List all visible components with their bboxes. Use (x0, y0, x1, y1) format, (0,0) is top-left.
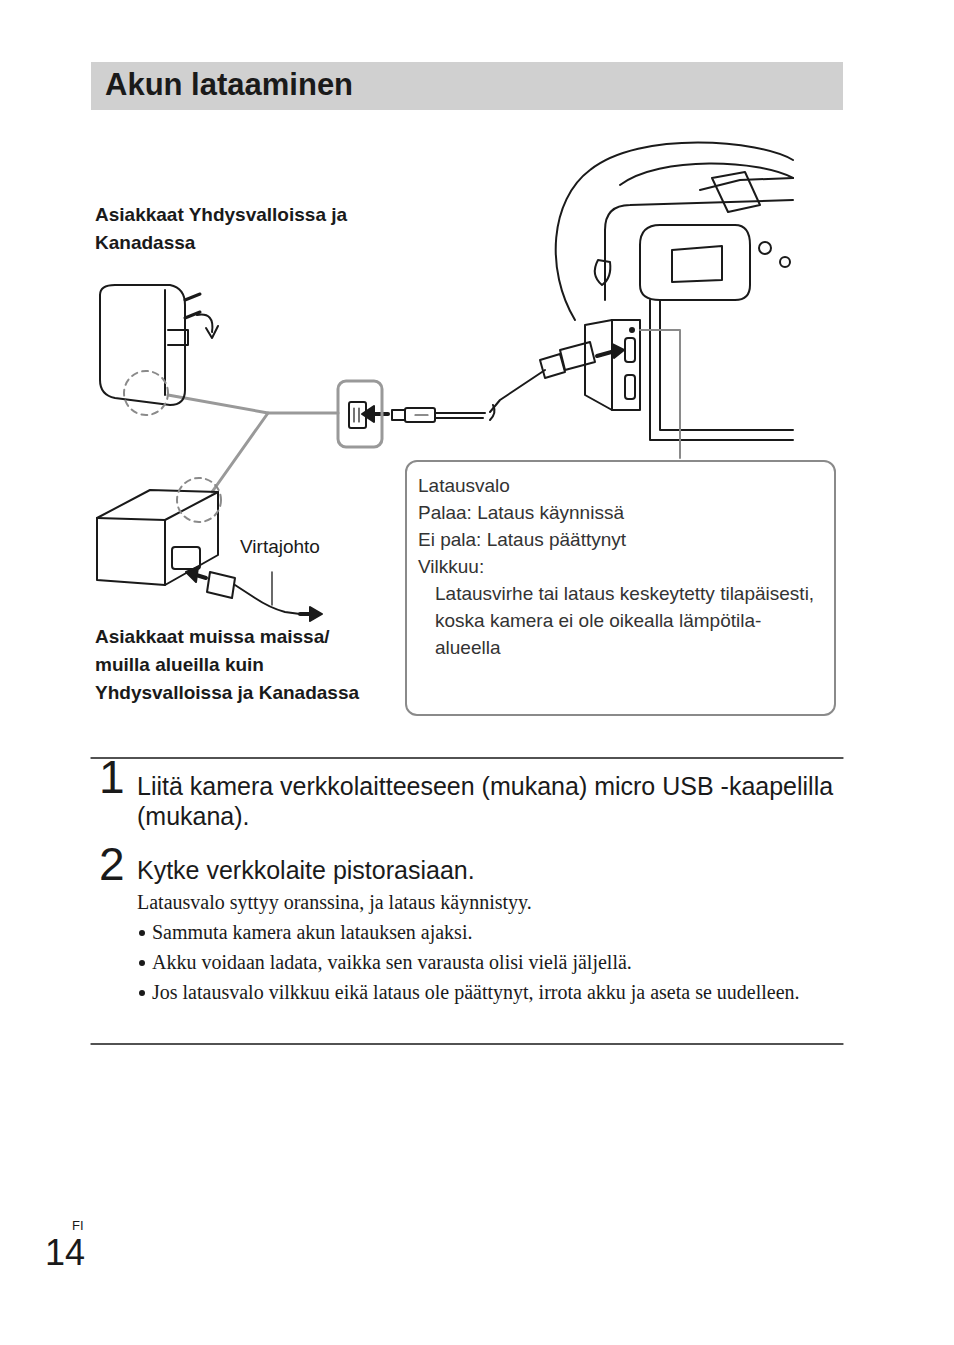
step-text: Kytke verkkolaite pistorasiaan. (137, 855, 837, 885)
callout-text: Latausvirhe tai lataus keskeytetty tilap… (418, 580, 820, 661)
callout-box: LatausvaloPalaa: Lataus käynnissäEi pala… (405, 460, 836, 716)
language-code: FI (72, 1218, 102, 1234)
page-title: Akun lataaminen (105, 64, 353, 106)
bullet-dot (139, 990, 145, 996)
step-number: 2 (99, 839, 135, 889)
bullet-text: Sammuta kamera akun latauksen ajaksi. (152, 917, 842, 947)
region-heading: Asiakkaat muissa maissa/ muilla alueilla… (95, 623, 385, 707)
bullet-text: Akku voidaan ladata, vaikka sen varausta… (152, 947, 842, 977)
callout-heading: Latausvalo (418, 472, 820, 499)
callout-text: Vilkkuu: (418, 553, 820, 580)
step-text: Liitä kamera verkkolaitteeseen (mukana) … (137, 771, 837, 831)
step-number: 1 (99, 752, 135, 802)
page-number: 14 (45, 1232, 105, 1274)
region-heading: Asiakkaat Yhdysvalloissa ja Kanadassa (95, 201, 405, 257)
note-text: Latausvalo syttyy oranssina, ja lataus k… (137, 887, 837, 917)
callout-text: Palaa: Lataus käynnissä (418, 499, 820, 526)
bullet-text: Jos latausvalo vilkkuu eikä lataus ole p… (152, 977, 842, 1007)
callout-text: Ei pala: Lataus päättynyt (418, 526, 820, 553)
bullet-dot (139, 930, 145, 936)
bullet-dot (139, 960, 145, 966)
part-label: Virtajohto (240, 534, 360, 560)
